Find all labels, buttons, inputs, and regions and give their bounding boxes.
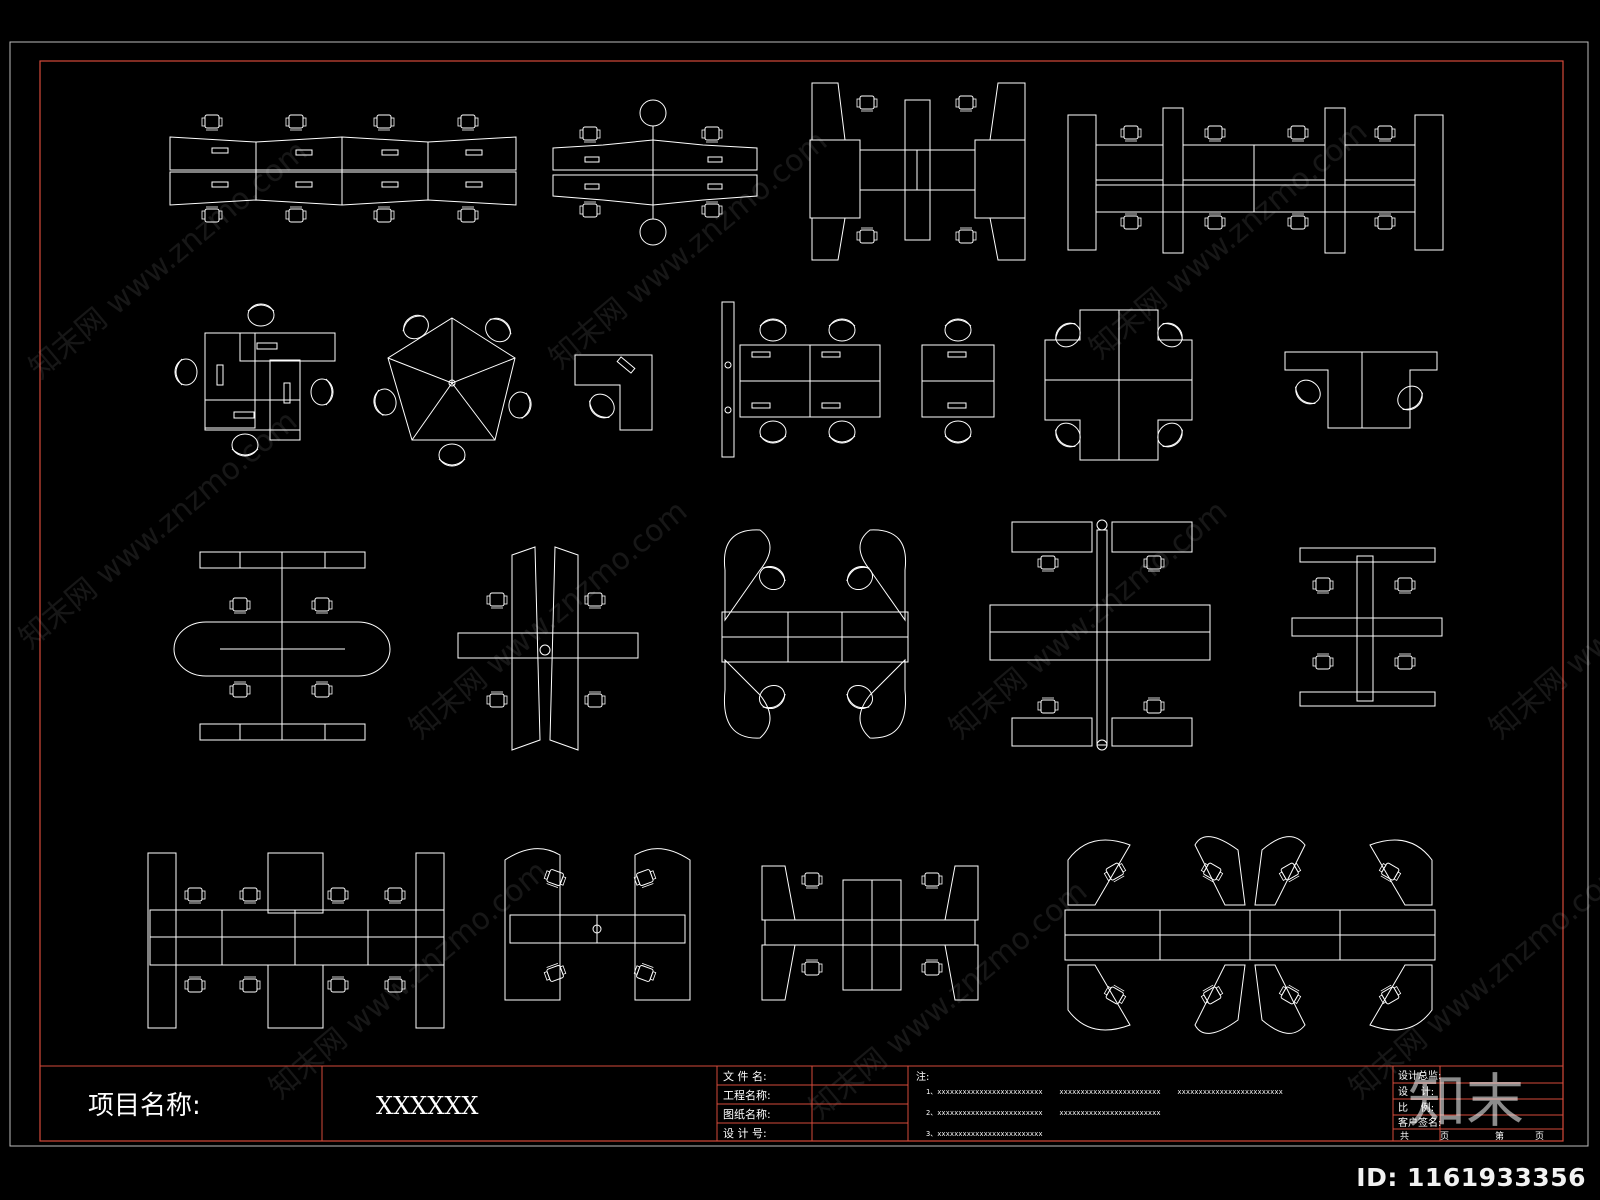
title-block — [40, 1065, 1563, 1141]
workstation-screen-cross — [989, 519, 1211, 751]
svg-text:知末网 www.znzmo.com: 知末网 www.znzmo.com — [13, 404, 304, 656]
scale-label: 比 例: — [1398, 1101, 1434, 1114]
workstation-pinwheel-4 — [174, 303, 336, 457]
client-signature-label: 客户签名: — [1398, 1116, 1441, 1129]
svg-text:知末网 www.znzmo.com: 知末网 www.znzmo.com — [1483, 494, 1600, 746]
watermark-id-text: ID: 1161933356 — [1356, 1163, 1586, 1192]
project-name-value: XXXXXX — [376, 1092, 479, 1120]
workstation-cross-4 — [1044, 309, 1193, 461]
workstation-curved-4 — [721, 529, 909, 739]
workstation-cross-tables — [809, 82, 1026, 261]
workstation-pair-2 — [921, 318, 995, 444]
workstation-curved-8 — [1064, 836, 1436, 1034]
workstation-pentagon-5 — [371, 310, 534, 467]
watermark-logo: 知末 — [1407, 1067, 1524, 1135]
workstation-split-tables — [761, 865, 979, 1001]
svg-text:知末网 www.znzmo.com: 知末网 www.znzmo.com — [1083, 114, 1374, 366]
workstation-compact-4 — [1291, 547, 1443, 707]
page-current-label: 第 — [1495, 1130, 1504, 1142]
workstation-bench-8 — [169, 114, 517, 223]
workstation-bench-8-blocks — [147, 852, 445, 1029]
workstation-curved-benches — [504, 848, 691, 1001]
field-design-number: 设 计 号: — [723, 1127, 767, 1140]
notes-label: 注: — [916, 1070, 929, 1083]
outer-frame — [9, 41, 1589, 1147]
workstation-4-round — [552, 99, 758, 246]
svg-text:知末网 www.znzmo.com: 知末网 www.znzmo.com — [263, 854, 554, 1106]
watermark-layer: 知末网 www.znzmo.com 知末网 www.znzmo.com 知末网 … — [13, 114, 1600, 1126]
workstation-long-bench — [1067, 107, 1444, 254]
note-3: 3、xxxxxxxxxxxxxxxxxxxxxxxxx — [926, 1130, 1043, 1138]
workstation-oval-table — [173, 551, 391, 741]
workstation-curved-cross — [457, 546, 639, 751]
field-file-name: 文 件 名: — [723, 1069, 767, 1083]
inner-frame — [39, 60, 1564, 1142]
note-1: 1、xxxxxxxxxxxxxxxxxxxxxxxxx xxxxxxxxxxxx… — [926, 1088, 1283, 1096]
page-total-label: 共 — [1400, 1131, 1409, 1142]
design-director-label: 设计总监: — [1398, 1069, 1441, 1082]
page-current-unit: 页 — [1535, 1131, 1544, 1142]
svg-text:知末网 www.znzmo.com: 知末网 www.znzmo.com — [403, 494, 694, 746]
project-name-label: 项目名称: — [88, 1091, 201, 1121]
svg-text:知末网 www.znzmo.com: 知末网 www.znzmo.com — [943, 494, 1234, 746]
note-2: 2、xxxxxxxxxxxxxxxxxxxxxxxxx xxxxxxxxxxxx… — [926, 1109, 1161, 1117]
field-project-name: 工程名称: — [723, 1088, 771, 1102]
field-drawing-name: 图纸名称: — [723, 1107, 771, 1121]
designer-label: 设 计: — [1398, 1085, 1434, 1098]
page-total-unit: 页 — [1440, 1131, 1449, 1142]
workstation-screen-8 — [721, 301, 881, 458]
workstation-pair-angled — [1284, 351, 1438, 429]
workstation-l-desk — [574, 354, 653, 431]
